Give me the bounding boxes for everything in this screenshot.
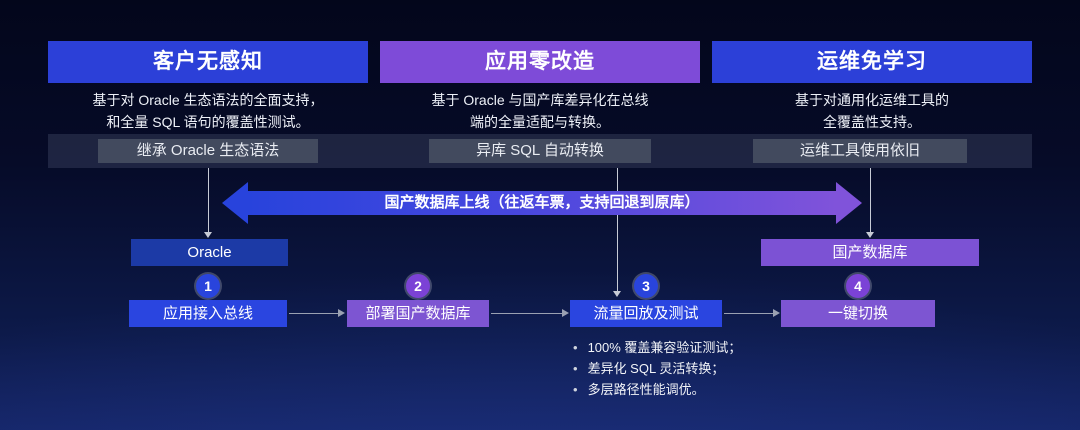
domestic-db-box: 国产数据库	[761, 239, 979, 266]
desc-line: 端的全量适配与转换。	[470, 114, 610, 130]
column-tag-customer: 继承 Oracle 生态语法	[98, 139, 318, 163]
arrowhead-down-icon	[204, 232, 212, 238]
desc-line: 基于 Oracle 与国产库差异化在总线	[431, 92, 649, 108]
note-item: • 差异化 SQL 灵活转换；	[573, 358, 741, 379]
connector-line-left	[208, 168, 209, 232]
bullet-icon: •	[573, 340, 578, 355]
arrowhead-down-icon	[613, 291, 621, 297]
step-badge-3: 3	[634, 274, 658, 298]
oracle-box: Oracle	[131, 239, 288, 266]
column-desc-ops: 基于对通用化运维工具的 全覆盖性支持。	[712, 89, 1032, 133]
note-item: • 100% 覆盖兼容验证测试；	[573, 337, 741, 358]
step-connector-3	[724, 313, 773, 314]
step-box-4: 一键切换	[781, 300, 935, 327]
desc-line: 全覆盖性支持。	[823, 114, 921, 130]
arrow-right-head-icon	[836, 182, 862, 224]
note-text: 差异化 SQL 灵活转换；	[587, 361, 725, 376]
note-text: 100% 覆盖兼容验证测试；	[587, 340, 742, 355]
arrowhead-right-icon	[562, 309, 569, 317]
step-badge-1: 1	[196, 274, 220, 298]
bullet-icon: •	[573, 382, 578, 397]
step-badge-2: 2	[406, 274, 430, 298]
column-tag-ops: 运维工具使用依旧	[753, 139, 967, 163]
connector-line-right	[870, 168, 871, 232]
bidirectional-arrow: 国产数据库上线（往返车票，支持回退到原库）	[222, 182, 862, 224]
arrow-left-head-icon	[222, 182, 248, 224]
bullet-icon: •	[573, 361, 578, 376]
step-box-3: 流量回放及测试	[570, 300, 722, 327]
arrowhead-right-icon	[773, 309, 780, 317]
column-header-customer: 客户无感知	[48, 41, 368, 83]
step-box-1: 应用接入总线	[129, 300, 287, 327]
column-header-app: 应用零改造	[380, 41, 700, 83]
arrowhead-down-icon	[866, 232, 874, 238]
arrowhead-right-icon	[338, 309, 345, 317]
column-desc-customer: 基于对 Oracle 生态语法的全面支持， 和全量 SQL 语句的覆盖性测试。	[48, 89, 368, 133]
step-badge-4: 4	[846, 274, 870, 298]
arrow-body	[247, 191, 837, 215]
step-connector-1	[289, 313, 338, 314]
arrow-label: 国产数据库上线（往返车票，支持回退到原库）	[384, 194, 700, 211]
step-box-2: 部署国产数据库	[347, 300, 489, 327]
step3-notes: • 100% 覆盖兼容验证测试； • 差异化 SQL 灵活转换； • 多层路径性能调优…	[573, 337, 741, 400]
desc-line: 和全量 SQL 语句的覆盖性测试。	[106, 114, 310, 130]
desc-line: 基于对 Oracle 生态语法的全面支持，	[92, 92, 324, 108]
column-header-ops: 运维免学习	[712, 41, 1032, 83]
column-desc-app: 基于 Oracle 与国产库差异化在总线 端的全量适配与转换。	[380, 89, 700, 133]
note-item: • 多层路径性能调优。	[573, 379, 741, 400]
column-tag-app: 异库 SQL 自动转换	[429, 139, 651, 163]
note-text: 多层路径性能调优。	[587, 382, 705, 397]
desc-line: 基于对通用化运维工具的	[795, 92, 949, 108]
connector-line-middle	[617, 168, 618, 291]
step-connector-2	[491, 313, 562, 314]
